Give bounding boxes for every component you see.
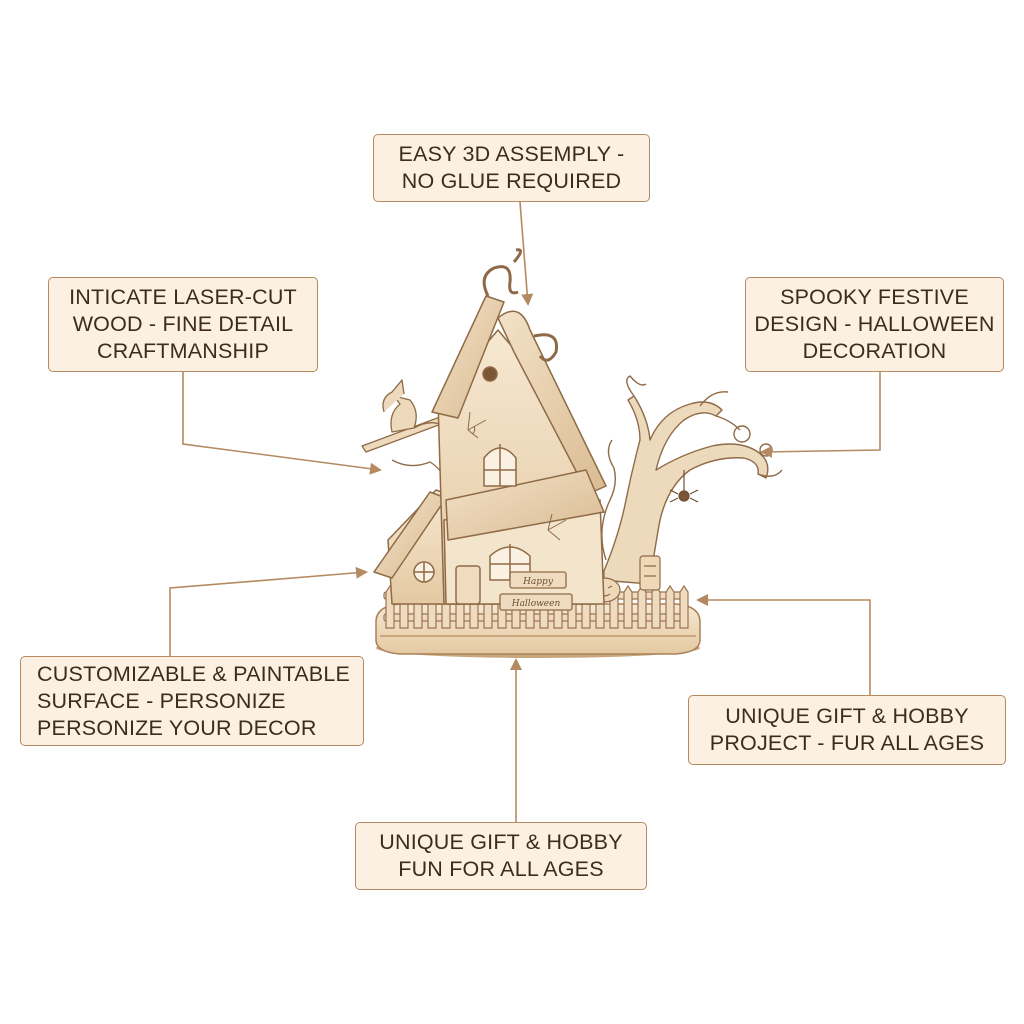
fence-post	[665, 584, 675, 629]
callout-line: DECORATION	[802, 339, 947, 363]
connector-upper-left	[182, 372, 382, 475]
callout-line: SPOOKY FESTIVE	[780, 285, 969, 309]
dead-tree-icon	[599, 375, 783, 585]
callout-customizable: CUSTOMIZABLE & PAINTABLE SURFACE - PERSO…	[20, 656, 364, 746]
callout-spooky-design: SPOOKY FESTIVE DESIGN - HALLOWEEN DECORA…	[745, 277, 1004, 372]
callout-gift-project: UNIQUE GIFT & HOBBY PROJECT - FUR ALL AG…	[688, 695, 1006, 765]
callout-gift-fun: UNIQUE GIFT & HOBBY FUN FOR ALL AGES	[355, 822, 647, 890]
halloween-sign: Happy Halloween	[499, 571, 573, 611]
callout-line: INTICATE LASER-CUT	[69, 285, 297, 309]
callout-line: NO GLUE REQUIRED	[401, 169, 622, 193]
callout-line: WOOD - FINE DETAIL	[72, 312, 294, 336]
connector-upper-right	[760, 372, 881, 458]
callout-line: DESIGN - HALLOWEEN	[754, 312, 995, 336]
callout-line: FUN FOR ALL AGES	[398, 857, 604, 881]
callout-line: CUSTOMIZABLE & PAINTABLE	[37, 661, 351, 686]
callout-line: CRAFTMANSHIP	[96, 339, 270, 363]
callout-line: EASY 3D ASSEMPLY -	[398, 142, 625, 166]
callout-laser-cut-wood: INTICATE LASER-CUT WOOD - FINE DETAIL CR…	[48, 277, 318, 372]
connector-lower-left	[169, 566, 368, 656]
callout-line: UNIQUE GIFT & HOBBY	[725, 704, 969, 728]
fence-post	[623, 584, 633, 629]
connector-lower-right	[696, 594, 871, 695]
sign-line-2: Halloween	[511, 599, 561, 609]
callout-line: PERSONIZE YOUR DECOR	[37, 715, 317, 740]
sign-line-1: Happy	[522, 577, 554, 587]
callout-easy-assembly: EASY 3D ASSEMPLY - NO GLUE REQUIRED	[373, 134, 650, 202]
callout-line: UNIQUE GIFT & HOBBY	[379, 830, 623, 854]
fence-post	[679, 584, 689, 629]
callout-line: PROJECT - FUR ALL AGES	[709, 731, 985, 755]
haunted-house-icon	[373, 248, 607, 605]
spider-icon	[669, 470, 699, 503]
callout-line: SURFACE - PERSONIZE	[37, 688, 286, 713]
connector-top	[519, 201, 534, 306]
